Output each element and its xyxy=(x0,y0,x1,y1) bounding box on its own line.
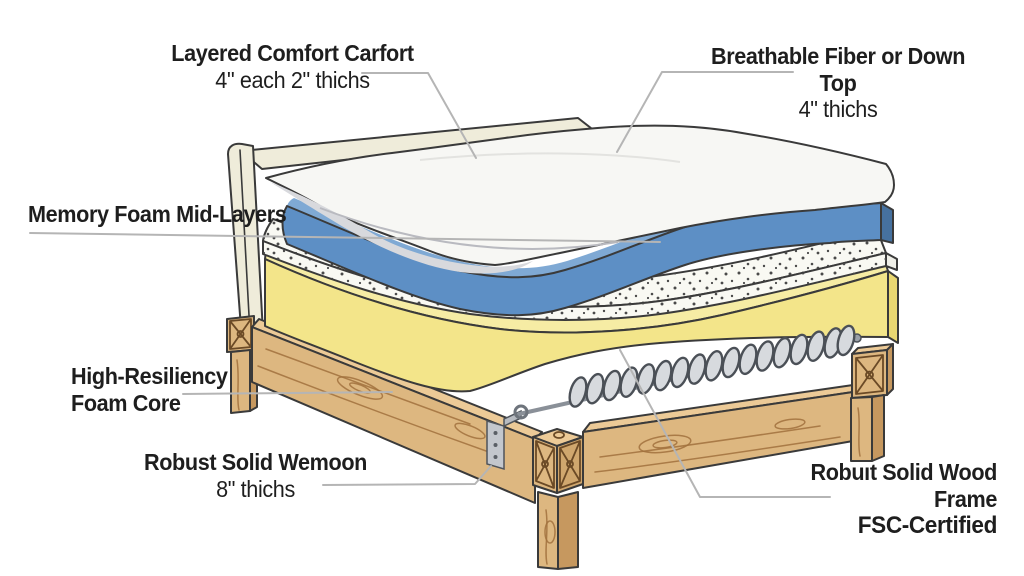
callout-solid-base: Robust Solid Wemoon 8" thichs xyxy=(112,449,399,502)
leader-foam-core xyxy=(182,391,393,395)
leader-layered-comfort xyxy=(361,72,477,159)
right-rail xyxy=(582,383,861,489)
corner-post xyxy=(532,428,584,570)
callout-memory-foam: Memory Foam Mid-Layers xyxy=(28,201,287,228)
leader-wood-frame xyxy=(619,349,831,498)
callout-breathable-top-title: Breathable Fiber or Down Top xyxy=(710,43,966,96)
callout-solid-base-title: Robust Solid Wemoon xyxy=(143,449,368,475)
fiber-top-layer xyxy=(265,124,895,274)
callout-wood-frame: Robuıt Solid Wood Frame FSC-Certified xyxy=(753,459,997,540)
callout-foam-core-line1: High-Resiliency xyxy=(71,363,228,389)
leader-breathable-top xyxy=(616,71,794,153)
callout-wood-frame-subtitle: FSC-Certified xyxy=(857,512,998,540)
eye-bolt xyxy=(513,404,529,420)
callout-breathable-top: Breathable Fiber or Down Top 4" thichs xyxy=(697,43,979,123)
callout-wood-frame-title: Robuıt Solid Wood Frame xyxy=(810,459,997,512)
callout-solid-base-subtitle: 8" thichs xyxy=(216,475,295,502)
leader-memory-foam xyxy=(29,232,661,243)
right-post xyxy=(850,343,894,462)
callout-layered-comfort-title: Layered Comfort Carfort xyxy=(171,40,414,66)
callout-memory-foam-title: Memory Foam Mid-Layers xyxy=(28,201,287,227)
callout-layered-comfort: Layered Comfort Carfort 4" each 2" thich… xyxy=(149,40,436,93)
leader-solid-base xyxy=(322,465,492,486)
callout-foam-core: High-Resiliency Foam Core xyxy=(71,363,228,416)
leader-lines xyxy=(29,71,831,498)
callout-foam-core-line2: Foam Core xyxy=(71,389,181,416)
callout-breathable-top-subtitle: 4" thichs xyxy=(798,96,878,123)
callout-layered-comfort-subtitle: 4" each 2" thichs xyxy=(215,66,370,93)
spring-assembly xyxy=(513,324,862,420)
